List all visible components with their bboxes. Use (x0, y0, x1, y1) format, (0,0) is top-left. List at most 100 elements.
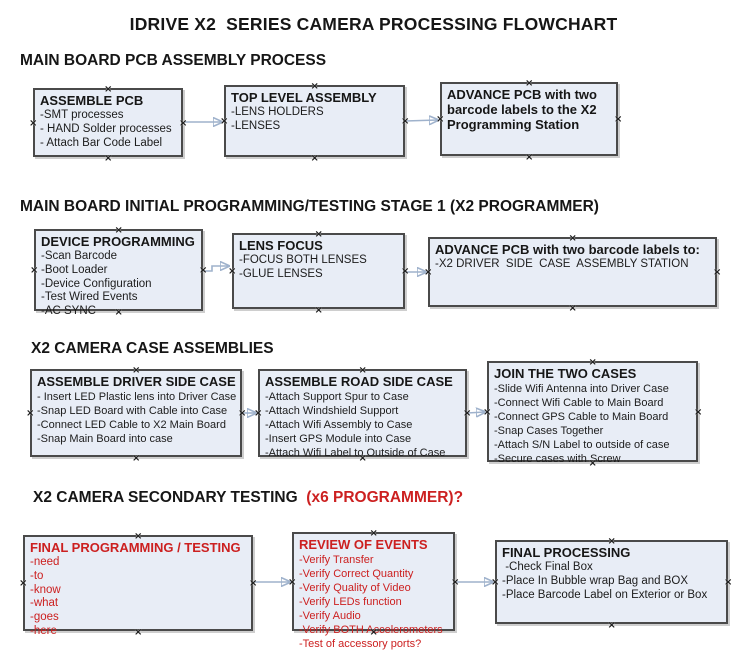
box-item: -Snap Main Board into case (37, 433, 173, 445)
section-heading-text: X2 CAMERA SECONDARY TESTING (33, 489, 302, 506)
section-heading-text: MAIN BOARD INITIAL PROGRAMMING/TESTING S… (20, 198, 599, 215)
connector-anchor-icon (19, 578, 27, 586)
connector-anchor-icon (249, 578, 257, 586)
connector-anchor-icon (311, 153, 319, 161)
connector-anchor-icon (359, 365, 367, 373)
box-item: -Test of accessory ports? (299, 638, 422, 650)
box-assemble-driver-side-case: ASSEMBLE DRIVER SIDE CASE - Insert LED P… (30, 369, 242, 457)
connector-anchor-icon (254, 408, 262, 416)
box-final-programming-testing: FINAL PROGRAMMING / TESTING -need -to -k… (23, 535, 253, 637)
section-heading-case-assemblies: X2 CAMERA CASE ASSEMBLIES (31, 340, 274, 358)
connector-anchor-icon (115, 225, 123, 233)
connector-anchor-icon (569, 303, 577, 311)
box-item: -Attach Wifi Assembly to Case (265, 419, 413, 431)
box-title: TOP LEVEL ASSEMBLY (231, 90, 377, 105)
box-item: -to (30, 569, 44, 582)
box-item: -Boot Loader (41, 263, 108, 276)
box-device-programming: DEVICE PROGRAMMING -Scan Barcode -Boot L… (34, 229, 203, 317)
section-heading-secondary-testing: X2 CAMERA SECONDARY TESTING (x6 PROGRAMM… (33, 489, 463, 507)
connector-anchor-icon (220, 116, 228, 124)
box-item: -Insert GPS Module into Case (265, 433, 412, 445)
box-item: -Check Final Box (502, 561, 593, 573)
connector-anchor-icon (401, 116, 409, 124)
box-title: ADVANCE PCB with two barcode labels to t… (447, 87, 597, 132)
box-review-of-events: REVIEW OF EVENTS -Verify Transfer -Verif… (292, 532, 455, 650)
box-item: -know (30, 583, 61, 596)
box-item: -Snap LED Board with Cable into Case (37, 405, 228, 417)
section-heading-pcb-assembly: MAIN BOARD PCB ASSEMBLY PROCESS (20, 52, 326, 70)
connector-anchor-icon (104, 153, 112, 161)
box-item: -Attach Windshield Support (265, 405, 399, 417)
box-item: -Verify Transfer (299, 554, 374, 566)
box-lens-focus: LENS FOCUS -FOCUS BOTH LENSES -GLUE LENS… (232, 233, 405, 309)
box-item: -need (30, 556, 60, 568)
box-join-the-two-cases: JOIN THE TWO CASES -Slide Wifi Antenna i… (487, 361, 698, 465)
box-item: -Place In Bubble wrap Bag and BOX (502, 574, 689, 587)
connector-anchor-icon (694, 407, 702, 415)
box-title: ASSEMBLE PCB (40, 93, 144, 108)
connector-anchor-icon (238, 408, 246, 416)
connector-anchor-icon (132, 365, 140, 373)
box-item: -Attach S/N Label to outside of case (494, 439, 670, 451)
section-heading-accent: (x6 PROGRAMMER)? (302, 489, 464, 506)
box-item: -what (30, 597, 59, 610)
box-advance-pcb-programming-station: ADVANCE PCB with two barcode labels to t… (440, 82, 618, 156)
connector-anchor-icon (724, 577, 732, 585)
box-item: -here (30, 624, 57, 637)
box-item: -LENSES (231, 119, 281, 132)
box-item: -FOCUS BOTH LENSES (239, 254, 367, 266)
box-title: FINAL PROGRAMMING / TESTING (30, 540, 241, 555)
box-final-processing: FINAL PROCESSING -Check Final Box -Place… (495, 540, 728, 624)
box-title: ASSEMBLE ROAD SIDE CASE (265, 374, 453, 389)
box-title: REVIEW OF EVENTS (299, 537, 428, 552)
connector-anchor-icon (134, 531, 142, 539)
box-title: ADVANCE PCB with two barcode labels to: (435, 242, 700, 257)
connector-anchor-icon (228, 266, 236, 274)
box-title: JOIN THE TWO CASES (494, 366, 637, 381)
box-item: -Verify BOTH Accelerometers (299, 624, 443, 636)
box-item: -LENS HOLDERS (231, 106, 324, 118)
connector-anchor-icon (483, 407, 491, 415)
box-item: -Snap Cases Together (494, 425, 604, 437)
connector-anchor-icon (179, 118, 187, 126)
box-item: -AC SYNC (41, 305, 96, 318)
box-item: -Attach Wifi Label to Outside of Case (265, 447, 446, 459)
box-advance-pcb-driver-side: ADVANCE PCB with two barcode labels to: … (428, 237, 717, 307)
box-assemble-road-side-case: ASSEMBLE ROAD SIDE CASE -Attach Support … (258, 369, 467, 459)
box-item: -Verify Quality of Video (299, 582, 411, 594)
box-item: -Slide Wifi Antenna into Driver Case (494, 383, 669, 395)
box-item: -Place Barcode Label on Exterior or Box (502, 588, 708, 601)
connector-anchor-icon (525, 78, 533, 86)
connector-anchor-icon (713, 267, 721, 275)
box-title: ASSEMBLE DRIVER SIDE CASE (37, 374, 236, 389)
box-item: -Connect GPS Cable to Main Board (494, 411, 669, 423)
connector-anchor-icon (491, 577, 499, 585)
arrow-toplevel-to-advance (404, 120, 438, 121)
connector-anchor-icon (525, 152, 533, 160)
box-top-level-assembly: TOP LEVEL ASSEMBLY -LENS HOLDERS -LENSES (224, 85, 405, 157)
connector-anchor-icon (311, 81, 319, 89)
connector-anchor-icon (401, 266, 409, 274)
box-item: - Insert LED Plastic lens into Driver Ca… (37, 391, 237, 403)
connector-anchor-icon (608, 620, 616, 628)
box-item: -Verify Audio (299, 610, 361, 622)
connector-anchor-icon (104, 84, 112, 92)
section-heading-text: MAIN BOARD PCB ASSEMBLY PROCESS (20, 52, 327, 69)
connector-anchor-icon (315, 229, 323, 237)
box-item: -GLUE LENSES (239, 267, 323, 280)
box-item: -Verify Correct Quantity (299, 568, 414, 580)
connector-anchor-icon (608, 536, 616, 544)
connector-anchor-icon (288, 577, 296, 585)
page-title: IDRIVE X2 SERIES CAMERA PROCESSING FLOWC… (129, 14, 618, 34)
box-item: -Verify LEDs function (299, 596, 402, 608)
connector-anchor-icon (29, 118, 37, 126)
box-item: -Secure cases with Screw (494, 453, 621, 465)
box-title: LENS FOCUS (239, 238, 323, 253)
box-title: FINAL PROCESSING (502, 545, 631, 560)
connector-anchor-icon (30, 265, 38, 273)
connector-anchor-icon (26, 408, 34, 416)
connector-anchor-icon (569, 233, 577, 241)
section-heading-initial-programming: MAIN BOARD INITIAL PROGRAMMING/TESTING S… (20, 198, 599, 216)
box-item: - Attach Bar Code Label (40, 136, 163, 149)
